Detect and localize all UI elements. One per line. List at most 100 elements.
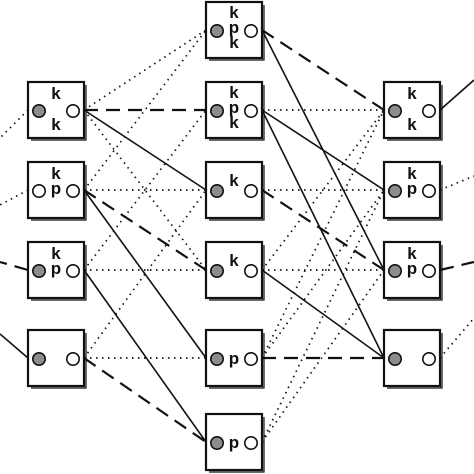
edge-l2-m0 <box>83 29 207 191</box>
edge-m2-r3 <box>261 189 385 271</box>
left-circle <box>210 263 225 278</box>
edge-m0-r1 <box>261 29 385 111</box>
stub-edge-r3 <box>439 260 474 272</box>
node-shadow <box>31 85 87 141</box>
left-circle <box>387 104 402 119</box>
node-r3: kp <box>382 240 443 301</box>
left-circle <box>31 184 46 199</box>
node-label-p: p <box>229 98 239 117</box>
node-label-k: k <box>407 115 417 134</box>
node-shadow <box>31 333 87 389</box>
node-m3: k <box>204 240 265 301</box>
node-label-p: p <box>229 18 239 37</box>
node-label-p: p <box>229 349 239 368</box>
stub-edge-l2 <box>0 189 29 206</box>
edge-l1-m0 <box>83 29 207 111</box>
right-circle <box>244 104 259 119</box>
edge-m4-r2 <box>261 189 385 359</box>
node-m0: kpk <box>204 0 265 61</box>
node-r2: kp <box>382 160 443 221</box>
right-circle <box>244 23 259 38</box>
edge-l3-m5 <box>83 269 207 443</box>
node-shadow <box>387 333 443 389</box>
edge-l4-m5 <box>83 357 207 443</box>
node-shadow <box>31 245 87 301</box>
edge-m4-r1 <box>261 109 385 359</box>
node-shadow <box>209 333 265 389</box>
node-label-k: k <box>229 33 239 52</box>
node-l1: kk <box>26 80 87 141</box>
node-shadow <box>387 85 443 141</box>
node-label-k: k <box>51 115 61 134</box>
node-m1: kpk <box>204 80 265 141</box>
node-shadow <box>209 245 265 301</box>
node-l4 <box>26 328 87 389</box>
right-circle <box>244 435 259 450</box>
node-label-k: k <box>229 113 239 132</box>
node-label-k: k <box>229 251 239 270</box>
node-label-k: k <box>407 164 417 183</box>
edge-l2-m3 <box>83 189 207 271</box>
node-l3: kp <box>26 240 87 301</box>
node-label-k: k <box>407 84 417 103</box>
node-shadow <box>209 417 265 473</box>
right-circle <box>66 184 81 199</box>
node-shadow <box>209 85 265 141</box>
right-circle <box>244 263 259 278</box>
right-circle <box>66 263 81 278</box>
left-circle <box>387 263 402 278</box>
stub-edge-r2 <box>439 175 474 191</box>
node-shadow <box>387 165 443 221</box>
node-label-k: k <box>407 244 417 263</box>
node-label-p: p <box>229 433 239 452</box>
left-circle <box>387 184 402 199</box>
left-circle <box>210 184 225 199</box>
right-circle <box>244 184 259 199</box>
node-label-p: p <box>51 259 61 278</box>
right-circle <box>421 263 436 278</box>
node-shadow <box>209 5 265 61</box>
edge-m5-r3 <box>261 269 385 443</box>
node-label-p: p <box>407 179 417 198</box>
node-label-k: k <box>229 83 239 102</box>
stub-edge-r4 <box>439 317 474 359</box>
node-label-p: p <box>407 259 417 278</box>
node-label-k: k <box>229 171 239 190</box>
node-l2: kp <box>26 160 87 221</box>
left-circle <box>210 23 225 38</box>
node-shadow <box>31 165 87 221</box>
left-circle <box>31 351 46 366</box>
node-m5: p <box>204 412 265 473</box>
right-circle <box>421 351 436 366</box>
right-circle <box>244 351 259 366</box>
node-label-k: k <box>51 164 61 183</box>
left-circle <box>31 104 46 119</box>
stub-edge-l4 <box>0 333 29 359</box>
node-shadow <box>209 165 265 221</box>
edge-l2-m4 <box>83 189 207 359</box>
left-circle <box>31 263 46 278</box>
right-circle <box>421 104 436 119</box>
right-circle <box>66 351 81 366</box>
node-label-k: k <box>51 84 61 103</box>
left-circle <box>387 351 402 366</box>
node-label-p: p <box>51 179 61 198</box>
node-r4 <box>382 328 443 389</box>
edge-m3-r4 <box>261 269 385 359</box>
stub-edge-r1 <box>439 79 474 111</box>
right-circle <box>66 104 81 119</box>
node-r1: kk <box>382 80 443 141</box>
edge-l1-m2 <box>83 109 207 191</box>
left-circle <box>210 435 225 450</box>
edge-m5-r2 <box>261 189 385 443</box>
edges-layer <box>0 29 474 443</box>
stub-edge-l1 <box>0 109 29 139</box>
node-shadow <box>387 245 443 301</box>
edge-m1-r2 <box>261 109 385 191</box>
node-label-k: k <box>229 3 239 22</box>
node-m4: p <box>204 328 265 389</box>
node-m2: k <box>204 160 265 221</box>
node-label-k: k <box>51 244 61 263</box>
